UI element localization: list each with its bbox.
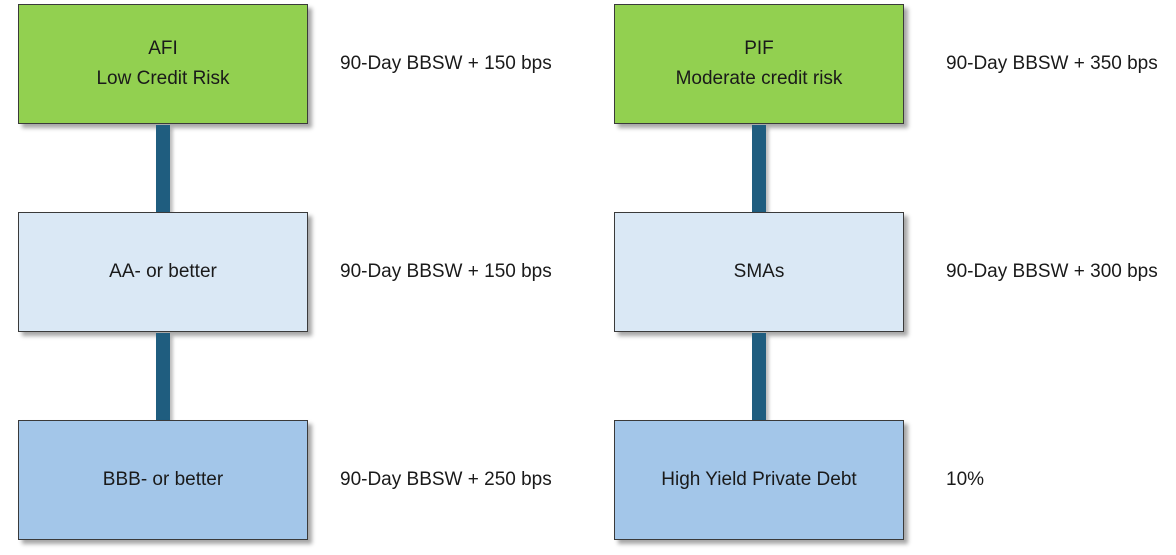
high-yield-private-debt-box: High Yield Private Debt [614,420,904,540]
pif-box-subtitle: Moderate credit risk [675,68,843,89]
pif-connector-2 [752,333,766,420]
afi-box: AFI Low Credit Risk [18,4,308,124]
bbb-or-better-label: BBB- or better [102,469,224,490]
aa-or-better-label: AA- or better [109,261,217,282]
afi-rate: 90-Day BBSW + 150 bps [340,53,552,74]
pif-connector-1 [752,125,766,212]
high-yield-private-debt-label: High Yield Private Debt [661,469,857,490]
pif-rate: 90-Day BBSW + 350 bps [946,53,1158,74]
afi-box-subtitle: Low Credit Risk [96,68,230,89]
smas-label: SMAs [733,261,785,282]
afi-connector-2 [156,333,170,420]
pif-box: PIF Moderate credit risk [614,4,904,124]
bbb-or-better-box: BBB- or better [18,420,308,540]
afi-box-title: AFI [148,38,178,59]
aa-or-better-box: AA- or better [18,212,308,332]
bbb-or-better-rate: 90-Day BBSW + 250 bps [340,469,552,490]
high-yield-private-debt-rate: 10% [946,469,985,490]
pif-box-title: PIF [744,38,774,59]
smas-box: SMAs [614,212,904,332]
smas-rate: 90-Day BBSW + 300 bps [946,261,1158,282]
afi-connector-1 [156,125,170,212]
aa-or-better-rate: 90-Day BBSW + 150 bps [340,261,552,282]
